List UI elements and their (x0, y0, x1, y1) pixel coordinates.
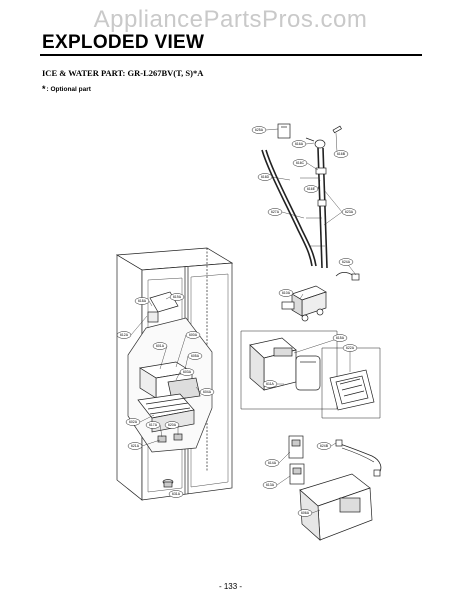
callout-label: 624A (338, 258, 354, 266)
callout-text: 613A (266, 483, 275, 487)
callout-label: 623A (341, 208, 357, 216)
callout-label: 606A (297, 509, 313, 517)
title-rule (40, 54, 422, 56)
callout-label: 618A (134, 297, 150, 305)
callout-text: 624A (342, 260, 351, 264)
callout-text: 616D (261, 175, 270, 179)
callout-text: 620A (168, 423, 177, 427)
dispenser-housing (299, 473, 373, 541)
callout-label: 624B (316, 442, 332, 450)
callout-label: 621A (127, 442, 143, 450)
optional-part-note: *: Optional part (42, 84, 91, 94)
leader-lines (130, 128, 357, 514)
callout-label: 612A (116, 331, 132, 339)
callout-text: 625A (255, 128, 264, 132)
callout-label: 619A (169, 293, 185, 301)
page-title: EXPLODED VIEW (42, 32, 205, 53)
callout-label: 622A (342, 344, 358, 352)
callout-text: 606A (301, 511, 310, 515)
wire-harness (335, 439, 382, 477)
callout-text: 623A (345, 210, 354, 214)
callout-labels: 625A 616A 616B 616C 616D 616E 627A 623A … (116, 126, 358, 517)
callout-text: 600A (189, 333, 198, 337)
water-valve (281, 272, 360, 322)
callout-label: 610A (278, 289, 294, 297)
callout-label: 613A (262, 481, 278, 489)
callout-text: 605A (191, 354, 200, 358)
callout-label: 614A (264, 459, 280, 467)
callout-text: 615A (336, 336, 345, 340)
callout-text: 610A (282, 291, 291, 295)
callout-label: 603A (179, 368, 195, 376)
callout-label: 616D (257, 173, 273, 181)
callout-text: 604A (203, 390, 212, 394)
callout-text: 616C (296, 161, 305, 165)
callout-label: 605A (187, 352, 203, 360)
callout-text: 619A (173, 295, 182, 299)
callout-label: 602A (125, 418, 141, 426)
callout-label: 625A (251, 126, 267, 134)
callout-text: 616A (295, 142, 304, 146)
callout-label: 611A (262, 380, 278, 388)
ice-shelf-frame (321, 347, 381, 419)
watermark: AppliancePartsPros.com (93, 6, 368, 33)
diagram-subtitle: ICE & WATER PART: GR-L267BV(T, S)*A (42, 68, 204, 78)
callout-text: 614A (268, 461, 277, 465)
bottom-water-fitting (162, 479, 174, 488)
callout-label: 604A (199, 388, 215, 396)
callout-text: 631A (172, 492, 181, 496)
callout-label: 616C (292, 159, 308, 167)
callout-label: 617A (145, 421, 161, 429)
callout-text: 616B (337, 152, 346, 156)
callout-text: 622A (346, 346, 355, 350)
optional-marker: * (42, 84, 46, 94)
callout-text: 624B (320, 444, 329, 448)
tube-fittings (277, 123, 342, 207)
callout-label: 600A (185, 331, 201, 339)
callout-text: 603A (183, 370, 192, 374)
callout-label: 627A (267, 208, 283, 216)
dispenser-controls (288, 435, 305, 485)
callout-text: 602A (129, 420, 138, 424)
callout-text: 612A (120, 333, 129, 337)
callout-label: 616A (291, 140, 307, 148)
page-number: - 133 - (218, 582, 243, 591)
ice-bucket-exploded (240, 330, 338, 410)
callout-label: 620A (164, 421, 180, 429)
callout-label: 616E (303, 185, 319, 193)
callout-text: 617A (149, 423, 158, 427)
callout-text: 627A (271, 210, 280, 214)
callout-label: 631A (168, 490, 184, 498)
callout-label: 615A (332, 334, 348, 342)
callout-label: 616B (333, 150, 349, 158)
callout-text: 601A (156, 344, 165, 348)
water-tube-assembly (261, 147, 328, 269)
callout-text: 616E (307, 187, 316, 191)
callout-label: 601A (152, 342, 168, 350)
optional-note-text: : Optional part (46, 86, 91, 93)
callout-text: 621A (131, 444, 140, 448)
callout-text: 618A (138, 299, 147, 303)
callout-text: 611A (266, 382, 274, 386)
